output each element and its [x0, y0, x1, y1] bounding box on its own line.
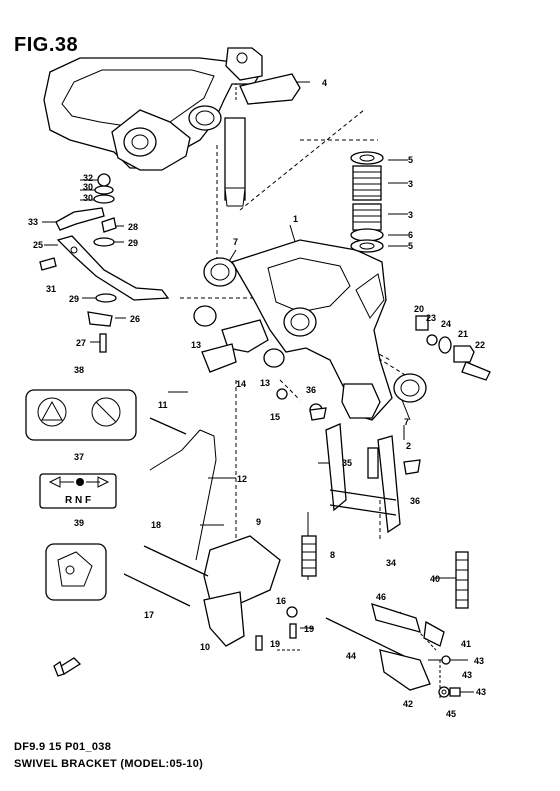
callout: 22 — [475, 340, 485, 350]
callout: 39 — [74, 518, 84, 528]
left-small-parts — [39, 173, 170, 353]
rods-and-wires — [149, 417, 217, 561]
callout: 14 — [236, 379, 246, 389]
diagram-code: DF9.9 15 P01_038 — [14, 741, 112, 753]
callout: 19 — [304, 624, 314, 634]
callout: 33 — [28, 217, 38, 227]
callout: 20 — [414, 304, 424, 314]
callout: 13 — [191, 340, 201, 350]
callout: 1 — [293, 214, 298, 224]
callout: 10 — [200, 642, 210, 652]
callout: 3 — [408, 179, 413, 189]
callout: 32 — [83, 173, 93, 183]
lower-right-cluster — [325, 551, 469, 698]
callout: 38 — [74, 365, 84, 375]
callout: 34 — [386, 558, 396, 568]
callout: 7 — [233, 237, 238, 247]
callout: 25 — [33, 240, 43, 250]
callout: 6 — [408, 230, 413, 240]
callout: 17 — [144, 610, 154, 620]
swivel-bracket-body — [203, 239, 427, 421]
callout: 5 — [408, 241, 413, 251]
callout: 30 — [83, 193, 93, 203]
callout: 19 — [270, 639, 280, 649]
label-37-placard: R N F — [39, 473, 117, 509]
shift-position-label: R N F — [65, 495, 91, 506]
callout: 8 — [330, 550, 335, 560]
callout: 36 — [306, 385, 316, 395]
callout: 46 — [376, 592, 386, 602]
spring-stack — [350, 151, 384, 253]
callout: 3 — [408, 210, 413, 220]
callout: 44 — [346, 651, 356, 661]
callout: 43 — [462, 670, 472, 680]
callout: 13 — [260, 378, 270, 388]
right-small-parts — [415, 315, 491, 381]
label-39-placard — [45, 543, 107, 601]
bottom-left-cluster — [123, 535, 298, 651]
callout: 43 — [476, 687, 486, 697]
callout: 29 — [128, 238, 138, 248]
center-lever-assembly — [301, 407, 421, 580]
callout: 40 — [430, 574, 440, 584]
callout: 5 — [408, 155, 413, 165]
callouts: 1 2 3 3 4 5 5 6 7 7 8 9 10 11 12 13 13 1… — [28, 78, 486, 719]
callout: 21 — [458, 329, 468, 339]
callout: 2 — [406, 441, 411, 451]
callout: 26 — [130, 314, 140, 324]
front-arrow-icon — [53, 657, 82, 677]
callout: 4 — [322, 78, 327, 88]
callout: 35 — [342, 458, 352, 468]
callout: 11 — [158, 400, 168, 410]
callout: 43 — [474, 656, 484, 666]
diagram-description: SWIVEL BRACKET (MODEL:05-10) — [14, 758, 204, 770]
callout: 15 — [270, 412, 280, 422]
callout: 7 — [404, 417, 409, 427]
callout: 42 — [403, 699, 413, 709]
callout: 45 — [446, 709, 456, 719]
figure-title: FIG.38 — [14, 34, 79, 56]
callout: 37 — [74, 452, 84, 462]
upper-frame-assembly — [43, 47, 301, 207]
callout: 9 — [256, 517, 261, 527]
callout: 27 — [76, 338, 86, 348]
callout: 28 — [128, 222, 138, 232]
callout: 23 — [426, 313, 436, 323]
callout: 29 — [69, 294, 79, 304]
callout: 30 — [83, 182, 93, 192]
callout: 41 — [461, 639, 471, 649]
label-38-placard — [25, 389, 137, 441]
callout: 12 — [237, 474, 247, 484]
callout: 18 — [151, 520, 161, 530]
callout: 16 — [276, 596, 286, 606]
callout: 24 — [441, 319, 451, 329]
callout: 36 — [410, 496, 420, 506]
callout: 31 — [46, 284, 56, 294]
